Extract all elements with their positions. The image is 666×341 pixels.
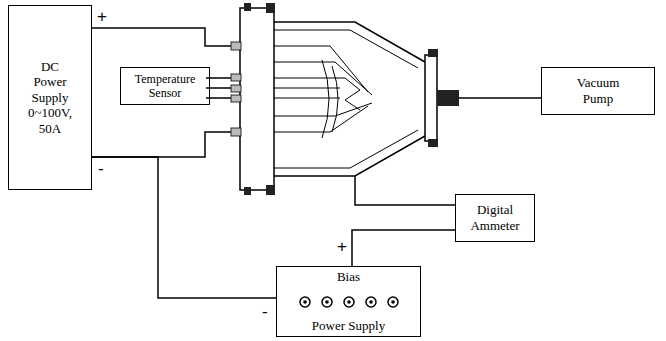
- node-text: Temperature Sensor: [125, 72, 205, 101]
- polarity-sign: +: [337, 238, 347, 256]
- polarity-sign: -: [262, 303, 268, 321]
- node-text: Vacuum Pump: [563, 75, 633, 106]
- node-text: Digital Ammeter: [460, 202, 530, 233]
- wire-connector: [352, 230, 455, 266]
- pump-box: Vacuum Pump: [541, 67, 655, 115]
- node-text: DC Power Supply 0~100V, 50A: [24, 59, 76, 137]
- sensor-box: Temperature Sensor: [120, 67, 210, 105]
- wire-connector: [92, 157, 276, 298]
- power-supply-box: DC Power Supply 0~100V, 50A: [8, 5, 92, 190]
- node-text: Bias: [337, 269, 360, 285]
- node-text: Power Supply: [312, 318, 385, 334]
- bias-supply-box: BiasPower Supply: [276, 266, 421, 337]
- polarity-sign: -: [98, 160, 104, 178]
- polarity-sign: +: [97, 8, 107, 26]
- ammeter-box: Digital Ammeter: [455, 194, 535, 242]
- terminal-symbols: [294, 294, 404, 310]
